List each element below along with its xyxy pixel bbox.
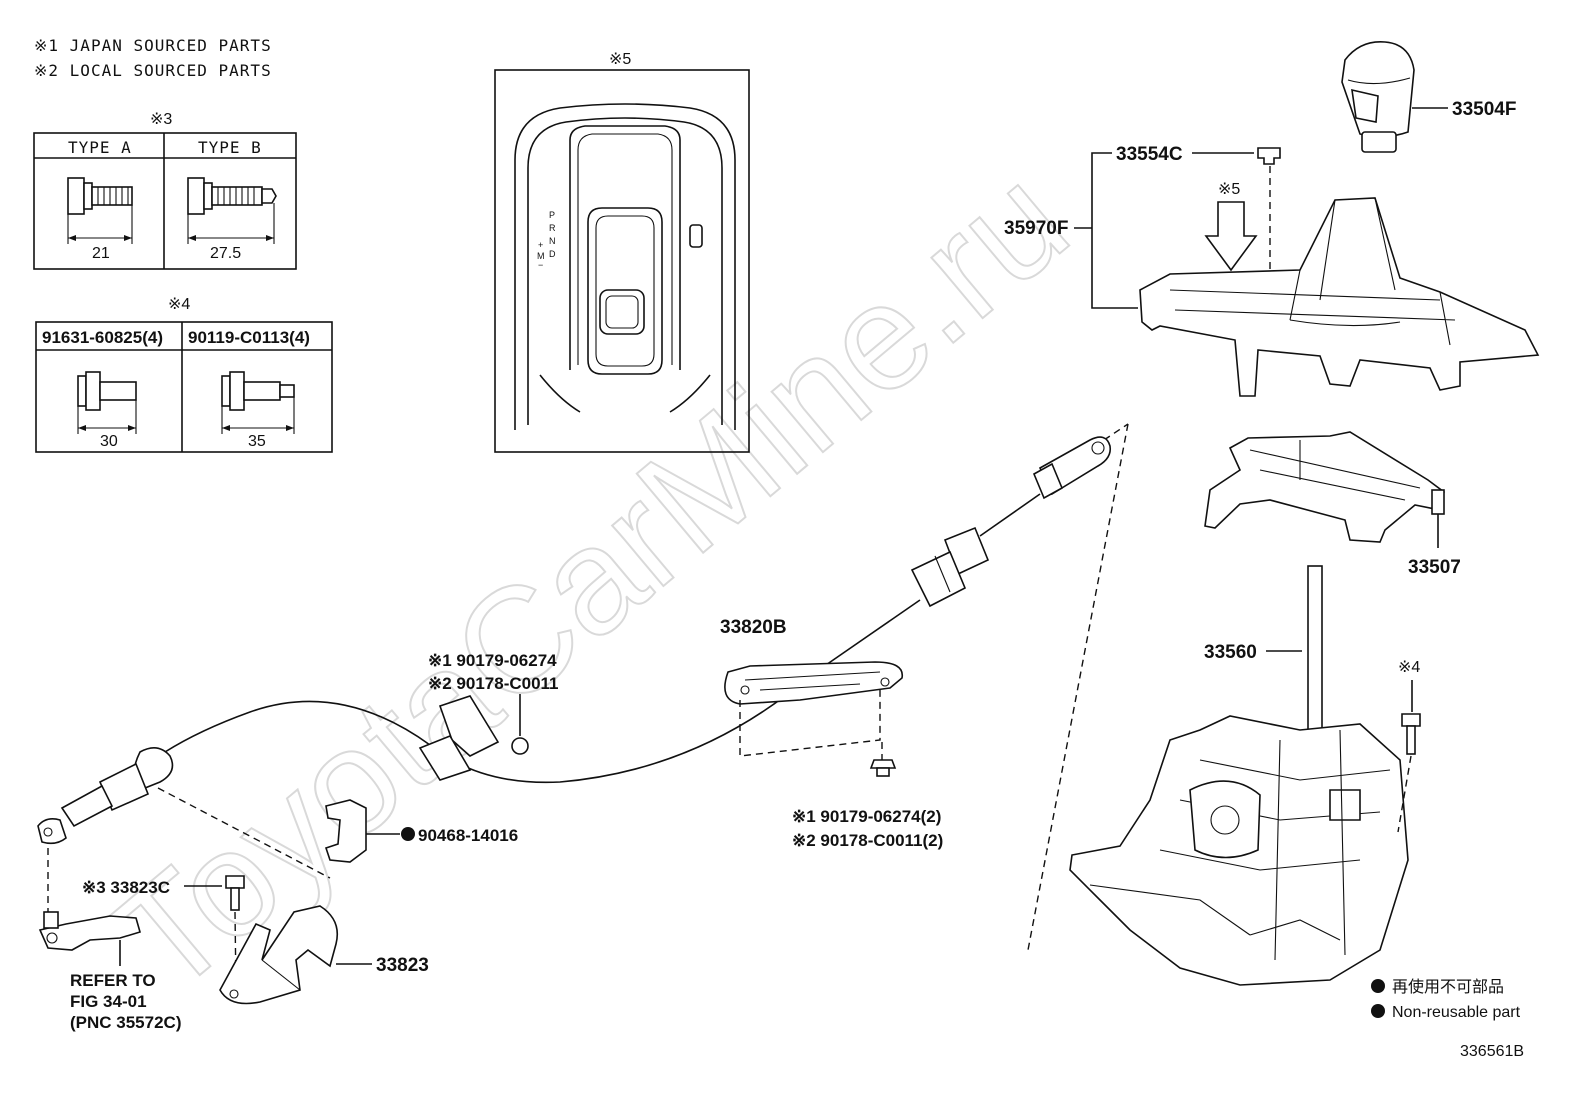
callout-boot: 35970F — [1004, 218, 1068, 239]
bolt-part-right: 90119-C0113(4) — [188, 328, 310, 347]
bolt-marker: ※4 — [1398, 659, 1420, 676]
bolt-type-table: ※3 TYPE A TYPE B 21 — [33, 111, 297, 270]
bolt-left-drawing — [77, 371, 137, 434]
bolt-type-a-drawing — [67, 177, 133, 244]
legend-dot-en — [1371, 1004, 1385, 1018]
type-b-label: TYPE B — [198, 138, 262, 157]
callout-lock-clip: 90468-14016 — [418, 826, 518, 845]
box4-marker: ※4 — [168, 296, 190, 313]
bolt-right-length: 35 — [248, 433, 266, 450]
gear-plus: + — [538, 240, 543, 250]
boot-console-drawing — [1139, 197, 1540, 397]
callout-bracket: 33507 — [1408, 557, 1461, 578]
callout-shift-knob: 33504F — [1452, 99, 1516, 120]
callout-small-bolt: ※3 33823C — [82, 878, 170, 897]
bolt-type-b-drawing — [187, 177, 277, 244]
cable-clamp-drawing — [418, 695, 529, 781]
shift-knob-drawing — [1341, 41, 1448, 153]
figure-id: 336561B — [1460, 1043, 1524, 1060]
callout-cable-bracket: 33823 — [376, 955, 429, 976]
refer-line-3: (PNC 35572C) — [70, 1013, 182, 1032]
callout-shift-lever: 33560 — [1204, 642, 1257, 663]
non-reusable-dot — [401, 827, 415, 841]
bolt-left-length: 30 — [100, 433, 118, 450]
gear-minus: − — [538, 260, 543, 270]
shift-cable-drawing — [37, 436, 1112, 845]
box3-marker: ※3 — [150, 111, 172, 128]
bolt-part-table: ※4 91631-60825(4) 90119-C0113(4) 30 35 — [35, 296, 333, 453]
refer-line-1: REFER TO — [70, 971, 156, 990]
gear-d: D — [549, 249, 556, 259]
lock-clip-drawing — [324, 799, 367, 863]
callout-clip: 33554C — [1116, 144, 1183, 165]
callout-nut-bottom-2: ※2 90178-C0011(2) — [792, 831, 943, 850]
type-b-length: 27.5 — [210, 245, 241, 262]
small-bolt-drawing — [225, 875, 245, 911]
cable-bracket-drawing — [219, 905, 339, 1005]
callout-nut-top-2: ※2 90178-C0011 — [428, 674, 559, 693]
legend-jp: 再使用不可部品 — [1392, 978, 1504, 996]
note-japan-sourced: ※1 JAPAN SOURCED PARTS — [34, 36, 272, 55]
gear-r: R — [549, 223, 556, 233]
gear-p: P — [549, 210, 555, 220]
callout-nut-top-1: ※1 90179-06274 — [428, 651, 557, 670]
refer-line-2: FIG 34-01 — [70, 992, 147, 1011]
box5-marker: ※5 — [609, 51, 631, 68]
type-a-length: 21 — [92, 245, 110, 262]
lever-bolt-drawing — [1401, 713, 1421, 755]
callout-cable-retainer: 33820B — [720, 617, 787, 638]
console-detail-view: ※5 P R N D M + − — [494, 51, 750, 453]
legend-en: Non-reusable part — [1392, 1004, 1521, 1021]
view-arrow: ※5 — [1204, 181, 1258, 272]
type-a-label: TYPE A — [68, 138, 132, 157]
link-lever-drawing — [38, 911, 141, 951]
bolt-right-drawing — [221, 371, 295, 434]
bolt-part-left: 91631-60825(4) — [42, 328, 163, 347]
retainer-nut-drawing — [869, 759, 897, 777]
arrow-marker: ※5 — [1218, 181, 1240, 198]
gear-n: N — [549, 236, 556, 246]
callout-nut-bottom-1: ※1 90179-06274(2) — [792, 807, 941, 826]
legend-dot-jp — [1371, 979, 1385, 993]
gear-m: M — [537, 251, 545, 261]
cable-retainer-drawing — [724, 661, 904, 705]
legend: 再使用不可部品 Non-reusable part — [1371, 978, 1521, 1021]
bracket-drawing — [1204, 431, 1445, 543]
note-local-sourced: ※2 LOCAL SOURCED PARTS — [34, 61, 272, 80]
shift-lever-drawing — [1069, 565, 1409, 986]
clip-drawing — [1257, 147, 1281, 165]
